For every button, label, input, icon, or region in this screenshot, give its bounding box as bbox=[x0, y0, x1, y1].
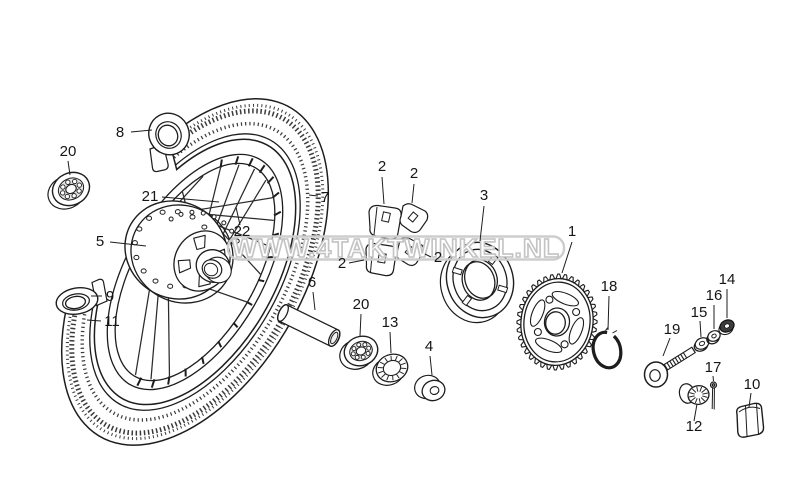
sprocket-bolt-holes bbox=[533, 295, 581, 349]
seal-knurl bbox=[377, 355, 407, 381]
part-callout-3: 3 bbox=[480, 187, 488, 204]
part-callout-2c: 2 bbox=[338, 255, 346, 272]
bearing-balls bbox=[60, 178, 82, 200]
part-callout-6: 6 bbox=[308, 274, 316, 291]
part-19-chain-adjuster bbox=[643, 346, 696, 388]
part-12-adjuster-cap bbox=[678, 383, 710, 406]
part-17-cotter-pin bbox=[709, 381, 718, 410]
callout-labels: 8 20 21 5 22 7 9 11 2 2 2 2 3 1 18 6 20 … bbox=[60, 124, 761, 435]
spokes bbox=[134, 164, 274, 380]
sprocket-slots bbox=[529, 290, 585, 354]
part-3-flange-plate bbox=[439, 241, 515, 324]
part-callout-13: 13 bbox=[382, 314, 399, 331]
spoke-flange-holes bbox=[168, 209, 243, 255]
part-callout-15: 15 bbox=[691, 304, 708, 321]
part-8-tube-end bbox=[148, 112, 190, 173]
part-20-bearing-middle bbox=[339, 335, 379, 370]
part-18-circlip bbox=[591, 327, 623, 370]
part-10-cap-nut bbox=[736, 402, 765, 438]
part-callout-4: 4 bbox=[425, 338, 433, 355]
leader-lines bbox=[67, 129, 752, 422]
tire bbox=[60, 98, 330, 446]
part-callout-5: 5 bbox=[96, 233, 104, 250]
part-callout-11: 11 bbox=[104, 313, 120, 330]
watermark-border bbox=[226, 235, 566, 261]
part-16-nut bbox=[706, 330, 721, 345]
part-callout-18: 18 bbox=[601, 278, 618, 295]
watermark: WWW.4TAKTWINKEL.NL bbox=[226, 232, 566, 264]
part-callout-9: 9 bbox=[106, 288, 114, 305]
part-callout-1: 1 bbox=[568, 223, 576, 240]
part-14-nut bbox=[718, 319, 735, 336]
part-4-spacer bbox=[414, 374, 446, 402]
part-callout-12: 12 bbox=[686, 418, 703, 435]
part-1-sprocket bbox=[516, 273, 598, 371]
part-callout-16: 16 bbox=[706, 287, 723, 304]
part-callout-21: 21 bbox=[142, 188, 159, 205]
part-6-axle-sleeve bbox=[277, 304, 341, 347]
part-callout-20-mid: 20 bbox=[353, 296, 370, 313]
part-callout-7: 7 bbox=[321, 189, 329, 206]
part-callout-2a: 2 bbox=[378, 158, 386, 175]
part-callout-22: 22 bbox=[234, 223, 251, 240]
part-callout-17: 17 bbox=[705, 359, 722, 376]
spoke-nipples bbox=[136, 156, 282, 388]
part-13-oil-seal bbox=[372, 353, 409, 386]
part-9-11-tube-end bbox=[55, 278, 108, 316]
bearing-balls bbox=[350, 342, 372, 360]
part-callout-20-left: 20 bbox=[60, 143, 77, 160]
part-callout-14: 14 bbox=[719, 271, 736, 288]
part-callout-8: 8 bbox=[116, 124, 124, 141]
part-callout-2d: 2 bbox=[434, 249, 442, 266]
part-callout-10: 10 bbox=[744, 376, 761, 393]
part-callout-2b: 2 bbox=[410, 165, 418, 182]
part-20-bearing-left bbox=[47, 171, 91, 210]
part-callout-19: 19 bbox=[664, 321, 681, 338]
hub bbox=[124, 200, 243, 304]
plate-slots bbox=[451, 253, 509, 307]
knurl-texture bbox=[689, 386, 708, 404]
watermark-text: WWW.4TAKTWINKEL.NL bbox=[232, 233, 560, 263]
